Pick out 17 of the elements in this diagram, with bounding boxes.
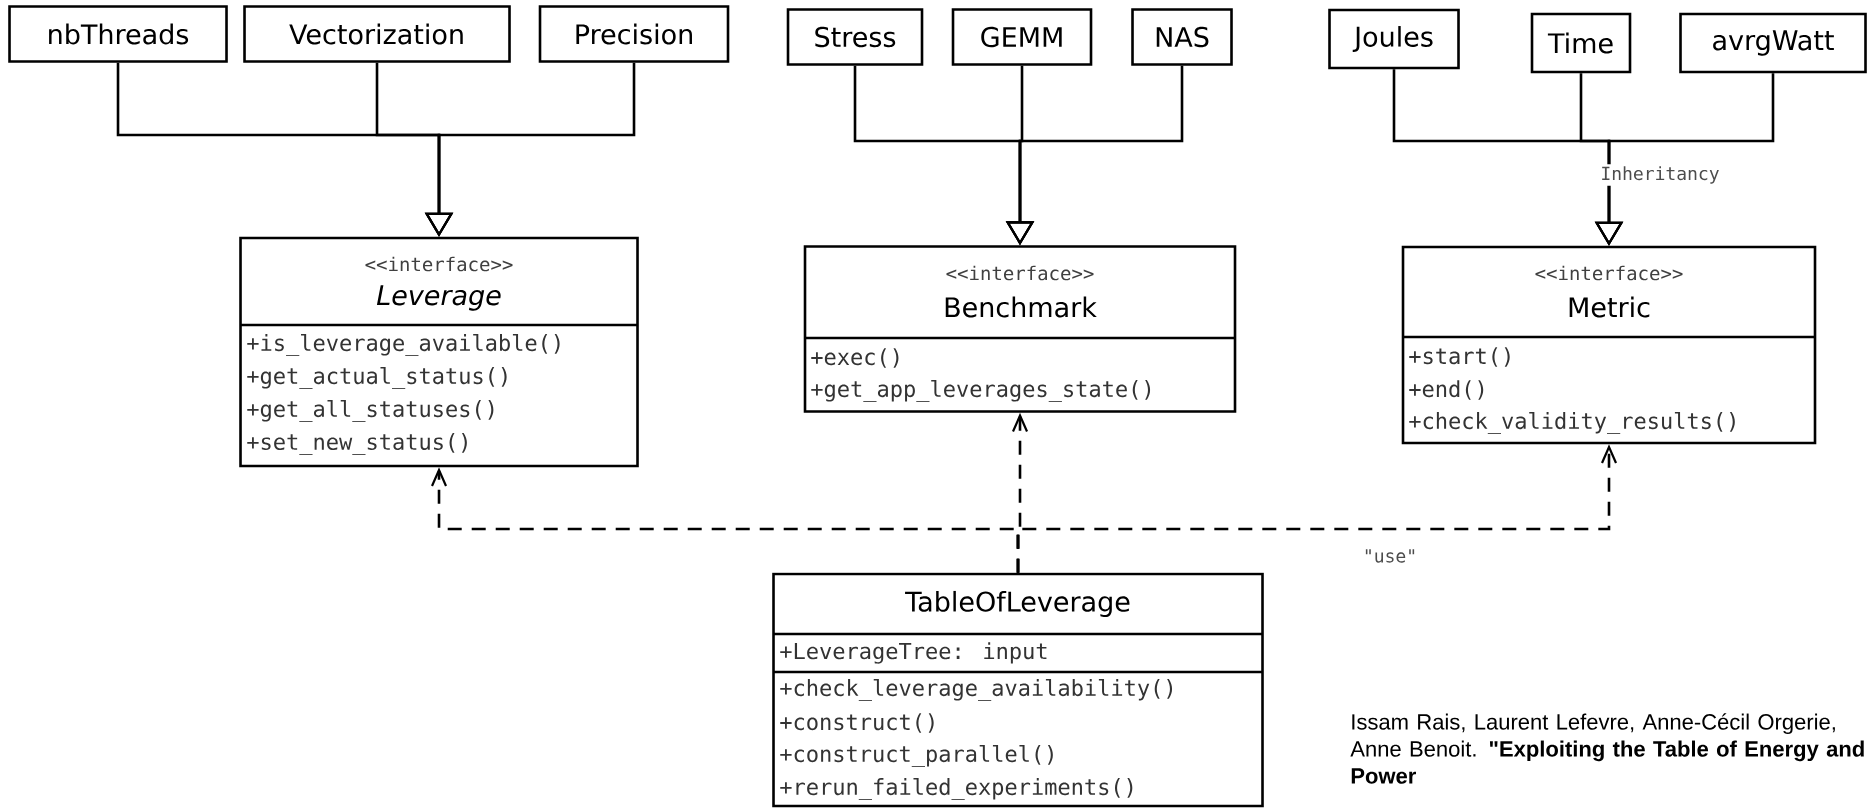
class-box: <<interface>> Metric +start() +end() +check_validity_results() xyxy=(1401,245,1817,445)
class-box: Joules xyxy=(1328,8,1460,70)
dependency-arrow xyxy=(1016,444,1617,573)
class-box: avrgWatt xyxy=(1679,12,1867,74)
class-box: GEMM xyxy=(951,8,1093,66)
citation-text: Issam Rais, Laurent Lefevre, Anne-Cécil Orgerie, Anne Benoit. "Exploiting the Table of Energy and Power xyxy=(1350,713,1864,784)
class-box: <<interface>> Leverage +is_leverage_available() +get_actual_status() +get_all_statuses() +set_new_status() xyxy=(239,236,639,468)
edge-label: "use" xyxy=(1360,547,1420,565)
class-box: Vectorization xyxy=(243,5,511,63)
class-box: Precision xyxy=(538,5,730,63)
edge-label: Inheritancy xyxy=(1598,164,1722,186)
class-box: nbThreads xyxy=(8,5,228,63)
class-box: NAS xyxy=(1131,8,1233,66)
class-box: Time xyxy=(1530,12,1632,74)
class-box: <<interface>> Benchmark +exec() +get_app_leverages_state() xyxy=(803,245,1237,413)
class-box: TableOfLeverage +LeverageTree: input +check_leverage_availability() +construct() +construct_parallel() +rerun_failed_experiments() xyxy=(772,572,1264,808)
class-box: Stress xyxy=(786,8,924,66)
